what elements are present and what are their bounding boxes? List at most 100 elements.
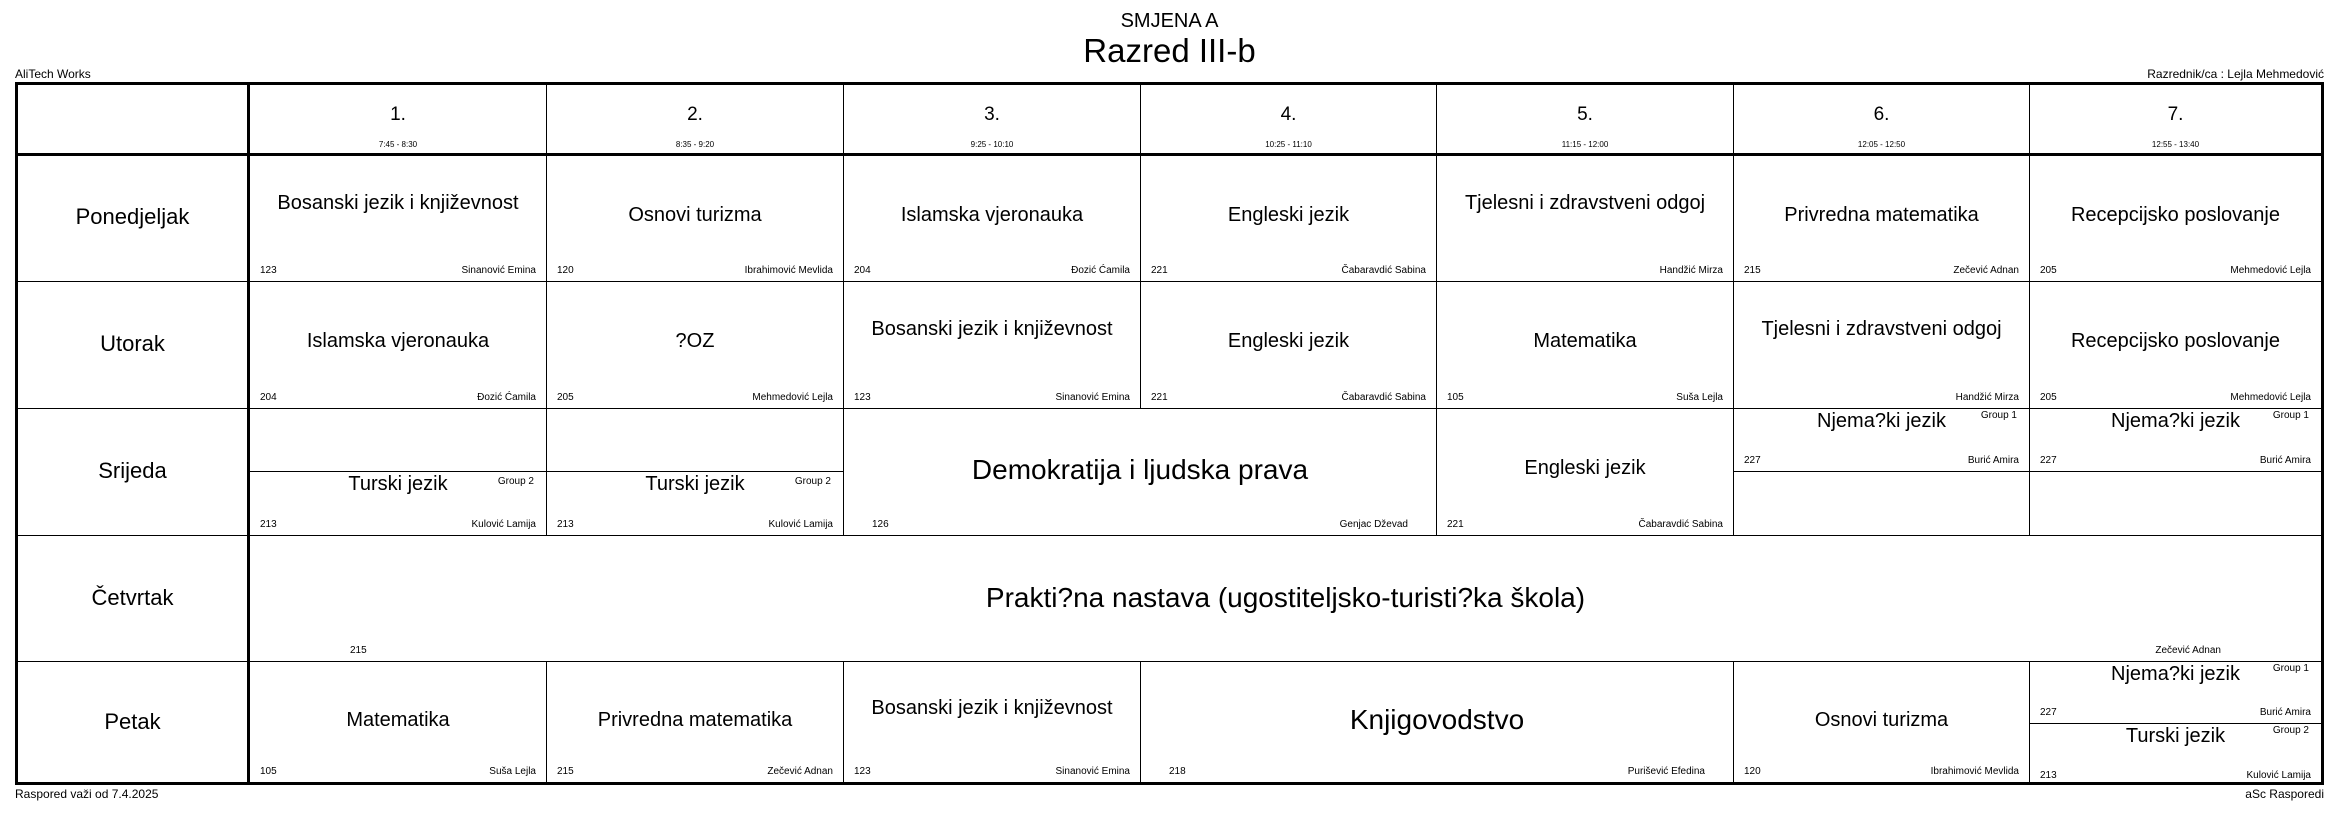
subject-name: Osnovi turizma [628,204,762,226]
period-header-4: 4. 10:25 - 11:10 [1141,85,1436,153]
period-header-7: 7. 12:55 - 13:40 [2030,85,2321,153]
cell-divider [1140,661,1141,782]
subject-name: Islamska vjeronauka [900,204,1084,226]
teacher-name: Mehmedović Lejla [752,392,833,403]
lesson-cell[interactable]: Demokratija i ljudska prava 126 Genjac D… [844,409,1436,535]
shift-title: SMJENA A [1120,10,1219,32]
lesson-cell-group[interactable]: Njema?ki jezik Group 1 227 Burić Amira [2030,409,2321,471]
room-number: 123 [260,265,277,276]
subject-name: Turski jezik [2125,725,2226,747]
period-header-1: 1. 7:45 - 8:30 [250,85,546,153]
lesson-cell[interactable]: ?OZ 205 Mehmedović Lejla [547,282,843,408]
room-number: 227 [1744,455,1761,466]
teacher-name: Ibrahimović Mevlida [744,265,833,276]
subject-name: Recepcijsko poslovanje [2070,204,2280,226]
cell-divider [2029,661,2030,782]
lesson-cell[interactable]: Bosanski jezik i književnost 123 Sinanov… [250,156,546,281]
lesson-cell-group[interactable]: Njema?ki jezik Group 1 227 Burić Amira [1734,409,2029,471]
lesson-cell[interactable]: Tjelesni i zdravstveni odgoj Handžić Mir… [1437,156,1733,281]
lesson-cell[interactable]: Recepcijsko poslovanje 205 Mehmedović Le… [2030,282,2321,408]
lesson-cell[interactable]: Osnovi turizma 120 Ibrahimović Mevlida [1734,662,2029,782]
period-time: 11:15 - 12:00 [1561,140,1609,149]
teacher-name: Sinanović Emina [1055,392,1130,403]
lesson-cell-group[interactable]: Njema?ki jezik Group 1 227 Burić Amira [2030,662,2321,723]
group-divider [1733,471,2321,472]
cell-divider [2029,156,2030,408]
lesson-cell[interactable]: Osnovi turizma 120 Ibrahimović Mevlida [547,156,843,281]
teacher-name: Suša Lejla [489,766,536,777]
row-divider [18,281,2321,282]
row-divider [18,408,2321,409]
cell-divider [546,661,547,782]
room-number: 227 [2040,455,2057,466]
room-number: 205 [2040,392,2057,403]
validity-date: Raspored važi od 7.4.2025 [15,787,159,801]
period-number: 4. [1280,104,1297,125]
subject-name: Njema?ki jezik [2111,663,2240,685]
teacher-name: Suša Lejla [1676,392,1723,403]
lesson-cell[interactable]: Privredna matematika 215 Zečević Adnan [547,662,843,782]
period-divider [1733,85,1734,156]
lesson-cell[interactable]: Islamska vjeronauka 204 Đozić Ćamila [844,156,1140,281]
room-number: 215 [557,766,574,777]
teacher-name: Čabaravdić Sabina [1341,392,1427,403]
lesson-cell[interactable]: Engleski jezik 221 Čabaravdić Sabina [1437,409,1733,535]
lesson-cell[interactable]: Tjelesni i zdravstveni odgoj Handžić Mir… [1734,282,2029,408]
day-column-divider [247,85,250,782]
lesson-cell[interactable]: Prakti?na nastava (ugostiteljsko-turisti… [250,536,2321,661]
lesson-cell[interactable]: Engleski jezik 221 Čabaravdić Sabina [1141,156,1436,281]
teacher-name: Čabaravdić Sabina [1638,519,1724,530]
school-name: AliTech Works [15,67,91,81]
room-number: 205 [2040,265,2057,276]
lesson-cell[interactable]: Privredna matematika 215 Zečević Adnan [1734,156,2029,281]
teacher-name: Handžić Mirza [1955,392,2019,403]
teacher-name: Čabaravdić Sabina [1341,265,1427,276]
group-label: Group 2 [794,476,831,487]
period-number: 7. [2167,104,2184,125]
lesson-cell[interactable]: Engleski jezik 221 Čabaravdić Sabina [1141,282,1436,408]
room-number: 213 [260,519,277,530]
period-time: 12:55 - 13:40 [2151,140,2200,149]
subject-name: Privredna matematika [597,709,793,731]
room-number: 213 [557,519,574,530]
period-divider [1140,85,1141,156]
period-header-6: 6. 12:05 - 12:50 [1734,85,2029,153]
lesson-cell-group[interactable]: Turski jezik Group 2 213 Kulović Lamija [547,472,843,535]
cell-divider [1733,156,1734,408]
teacher-name: Zečević Adnan [767,766,833,777]
subject-name: Engleski jezik [1524,457,1646,479]
lesson-cell-group[interactable]: Turski jezik Group 2 213 Kulović Lamija [250,472,546,535]
room-number: 221 [1151,392,1168,403]
lesson-cell[interactable]: Islamska vjeronauka 204 Đozić Ćamila [250,282,546,408]
teacher-name: Sinanović Emina [461,265,536,276]
lesson-cell[interactable]: Knjigovodstvo 218 Purišević Efedina [1141,662,1733,782]
homeroom-teacher: Razrednik/ca : Lejla Mehmedović [2147,67,2324,81]
period-header-3: 3. 9:25 - 10:10 [844,85,1140,153]
row-divider [18,661,2321,662]
subject-name: ?OZ [675,330,715,352]
lesson-cell[interactable]: Matematika 105 Suša Lejla [1437,282,1733,408]
day-label-friday: Petak [104,709,161,734]
lesson-cell-group[interactable]: Turski jezik Group 2 213 Kulović Lamija [2030,724,2321,782]
row-divider [18,535,2321,536]
period-time: 12:05 - 12:50 [1857,140,1906,149]
room-number: 227 [2040,707,2057,718]
room-number: 123 [854,392,871,403]
lesson-cell[interactable]: Bosanski jezik i književnost 123 Sinanov… [844,662,1140,782]
room-number: 218 [1169,766,1186,777]
subject-name: Matematika [1533,330,1637,352]
period-time: 7:45 - 8:30 [378,140,418,149]
class-title: Razred III-b [1083,32,1256,69]
cell-divider [843,408,844,535]
subject-name: Prakti?na nastava (ugostiteljsko-turisti… [985,582,1586,613]
room-number: 105 [1447,392,1464,403]
lesson-cell[interactable]: Recepcijsko poslovanje 205 Mehmedović Le… [2030,156,2321,281]
lesson-cell[interactable]: Matematika 105 Suša Lejla [250,662,546,782]
room-number: 120 [1744,766,1761,777]
period-number: 3. [984,104,1000,125]
cell-divider [843,156,844,408]
period-number: 5. [1577,104,1593,125]
subject-name: Islamska vjeronauka [306,330,490,352]
subject-name: Knjigovodstvo [1349,704,1525,735]
lesson-cell[interactable]: Bosanski jezik i književnost 123 Sinanov… [844,282,1140,408]
